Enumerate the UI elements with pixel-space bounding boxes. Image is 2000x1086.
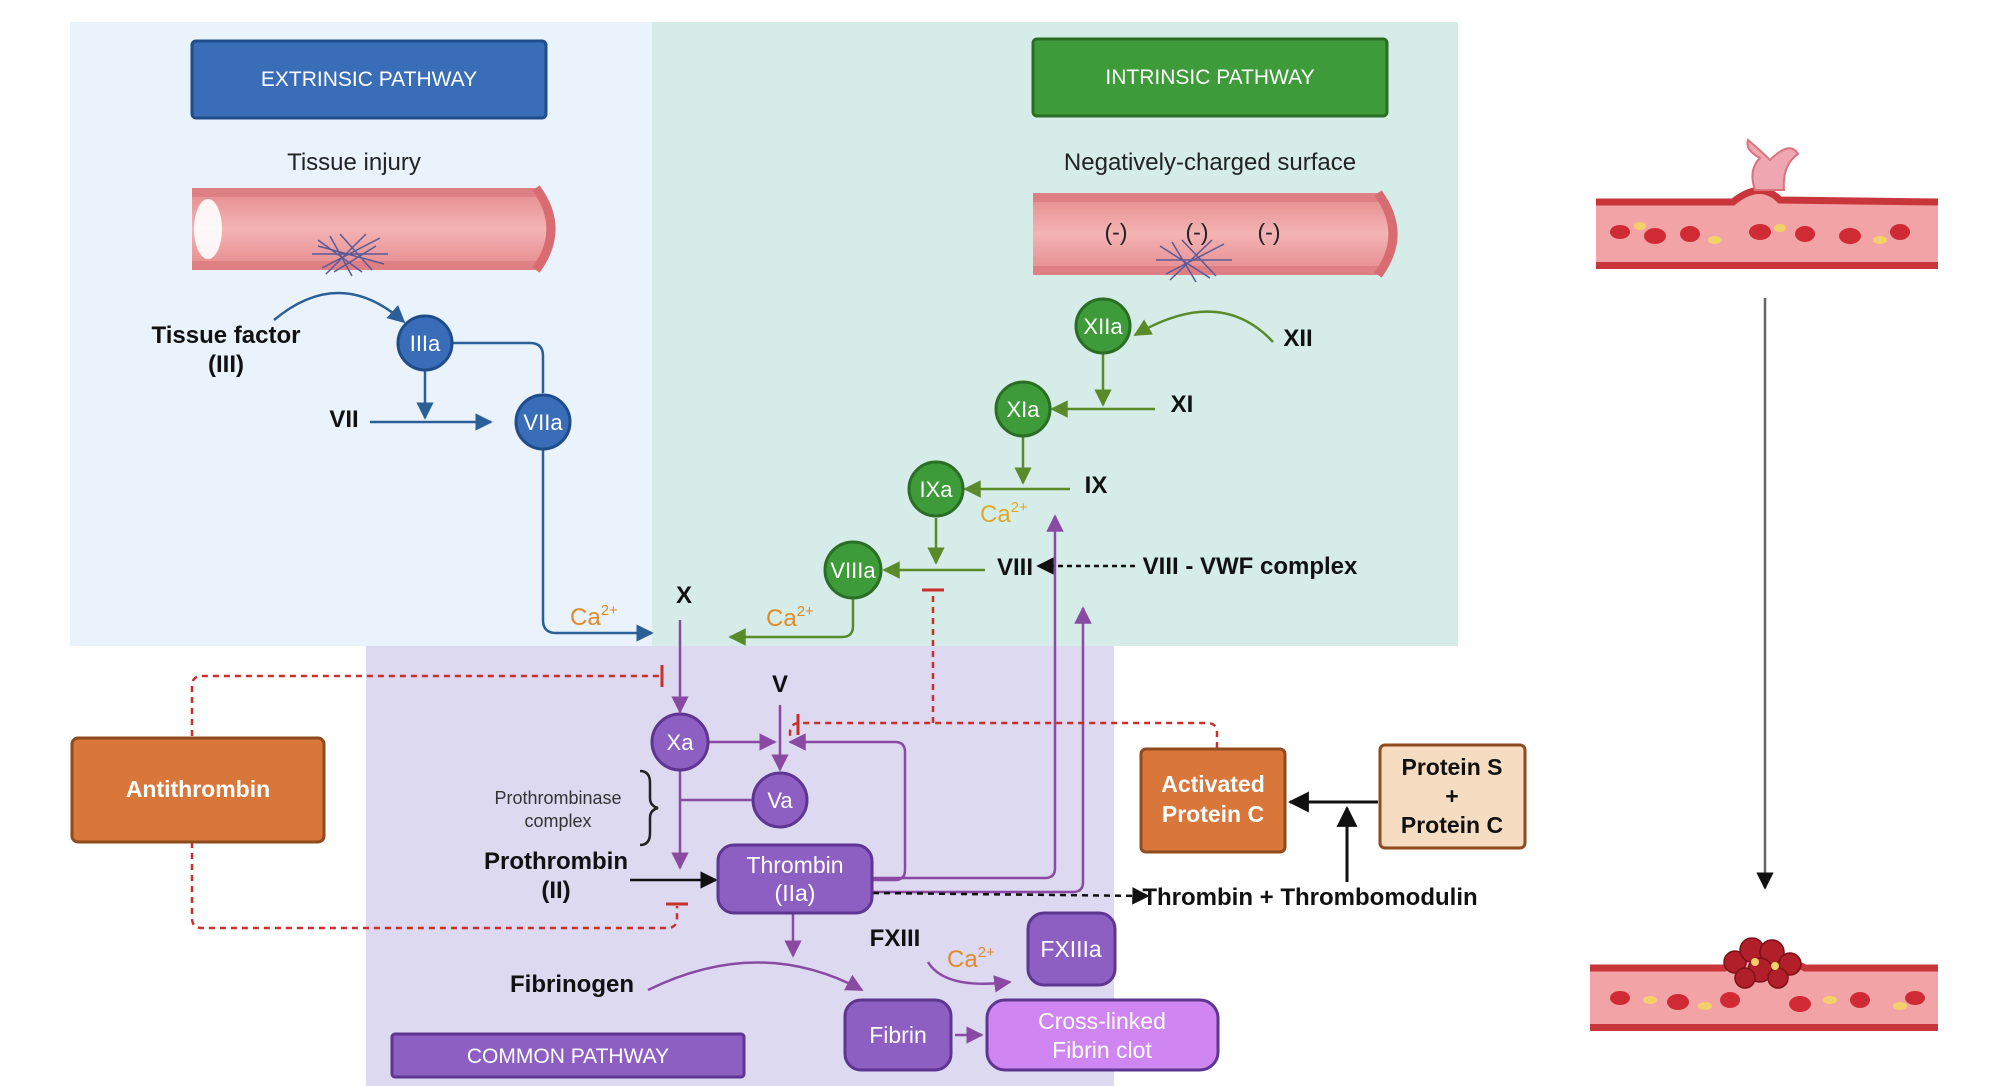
antithrombin-to-X-inhibition [190, 674, 660, 736]
fibrin-mesh-icon-2 [1156, 239, 1232, 283]
thrombin-to-VIII-feedback [873, 606, 1092, 894]
fibrin-node: Fibrin [843, 998, 953, 1072]
prothrombinase-label-2: complex [524, 811, 591, 831]
IIIa-label: IIIa [410, 331, 441, 356]
IIIa-to-VIIa-line [452, 341, 545, 393]
APC-to-V-inhibition [788, 721, 1219, 748]
XIa-node: XIa [994, 380, 1052, 438]
tissue-injury-label: Tissue injury [287, 149, 421, 176]
charge-symbol-2: (-) [1186, 219, 1209, 245]
charged-vessel-icon: (-) (-) (-) [1033, 190, 1398, 283]
common-calcium-label: Ca2+ [947, 944, 995, 973]
VIII-VWF-complex-label: VIII - VWF complex [1143, 553, 1358, 580]
crosslinked-label-2: Fibrin clot [1052, 1037, 1152, 1063]
fibrinogen-to-fibrin-arrow [647, 961, 864, 992]
IX-label: IX [1085, 472, 1108, 499]
VIIIa-node: VIIIa [823, 540, 883, 600]
antithrombin-to-thrombin-inhibition [190, 842, 679, 930]
plus-label: + [1445, 783, 1458, 809]
thrombin-node: Thrombin (IIa) [716, 843, 874, 915]
VIIa-to-X-arrow [541, 450, 654, 642]
thrombin-to-IX-feedback [873, 514, 1064, 880]
extrinsic-panel [70, 22, 652, 646]
charge-symbol-3: (-) [1258, 219, 1281, 245]
tissue-factor-sub: (III) [208, 351, 244, 378]
IXa-label: IXa [919, 477, 953, 502]
intrinsic-calcium-label-2: Ca2+ [766, 603, 814, 632]
common-pathway-header: COMMON PATHWAY [390, 1032, 746, 1079]
thrombin-to-V-feedback [788, 733, 907, 882]
thrombin-label: Thrombin [746, 852, 843, 878]
V-label: V [772, 671, 788, 698]
Va-label: Va [767, 788, 793, 813]
Va-node: Va [751, 771, 809, 829]
prothrombin-label: Prothrombin [484, 848, 628, 875]
tissue-factor-label: Tissue factor [152, 322, 301, 349]
IXa-node: IXa [907, 460, 965, 518]
XIIa-node: XIIa [1074, 297, 1132, 355]
XII-to-XIIa-arrow [1133, 310, 1274, 343]
XI-label: XI [1171, 391, 1194, 418]
XII-label: XII [1283, 325, 1312, 352]
FXIII-to-FXIIIa-arrow [926, 961, 1012, 993]
Xa-label: Xa [667, 730, 695, 755]
extrinsic-pathway-label: EXTRINSIC PATHWAY [261, 68, 477, 91]
fibrin-label: Fibrin [869, 1022, 927, 1048]
thrombin-thrombomodulin-label: Thrombin + Thrombomodulin [1142, 884, 1477, 911]
VIIa-label: VIIa [523, 410, 563, 435]
intrinsic-pathway-label: INTRINSIC PATHWAY [1105, 66, 1314, 89]
extrinsic-calcium-label: Ca2+ [570, 602, 618, 631]
fibrinogen-label: Fibrinogen [510, 971, 634, 998]
protein-c-label: Protein C [1401, 812, 1503, 838]
injured-vessel-icon [192, 185, 556, 277]
apc-label-2: Protein C [1162, 801, 1264, 827]
prothrombinase-label-1: Prothrombinase [494, 788, 621, 808]
prothrombinase-brace [639, 769, 659, 847]
apc-label-1: Activated [1161, 771, 1265, 797]
clotted-vessel-icon [1590, 937, 1938, 1031]
crosslinked-label-1: Cross-linked [1038, 1008, 1166, 1034]
VIIIa-to-X-arrow [728, 598, 855, 646]
protein-s-c-box: Protein S + Protein C [1378, 743, 1527, 850]
XIIa-label: XIIa [1083, 314, 1123, 339]
VIIIa-label: VIIIa [830, 558, 876, 583]
antithrombin-box: Antithrombin [70, 736, 326, 844]
VIIa-node: VIIa [514, 393, 572, 451]
Xa-node: Xa [650, 712, 710, 772]
clot-icon [1723, 937, 1802, 989]
VII-label: VII [329, 406, 358, 433]
XIa-label: XIa [1006, 397, 1040, 422]
FXIIIa-node: FXIIIa [1026, 911, 1117, 987]
FXIII-label: FXIII [870, 925, 921, 952]
intrinsic-calcium-label: Ca2+ [980, 499, 1028, 528]
extrinsic-pathway-header: EXTRINSIC PATHWAY [190, 39, 548, 120]
protein-s-label: Protein S [1402, 754, 1503, 780]
VIII-label: VIII [997, 554, 1033, 581]
crosslinked-fibrin-clot-node: Cross-linked Fibrin clot [985, 998, 1220, 1072]
bleeding-vessel-icon [1596, 138, 1939, 269]
antithrombin-label: Antithrombin [126, 776, 270, 802]
thrombin-sub: (IIa) [775, 880, 816, 906]
tissue-factor-arrow [273, 291, 406, 324]
FXIIIa-label: FXIIIa [1040, 936, 1102, 962]
intrinsic-pathway-header: INTRINSIC PATHWAY [1031, 37, 1389, 118]
common-pathway-label: COMMON PATHWAY [467, 1045, 669, 1068]
prothrombin-sub: (II) [541, 877, 570, 904]
fibrin-mesh-icon [312, 233, 388, 277]
X-label: X [676, 582, 692, 609]
charge-symbol-1: (-) [1105, 219, 1128, 245]
IIIa-node: IIIa [396, 314, 454, 372]
activated-protein-c-box: Activated Protein C [1139, 747, 1287, 854]
thrombin-to-thrombomodulin-dashed-arrow [872, 887, 1150, 905]
negatively-charged-surface-label: Negatively-charged surface [1064, 149, 1356, 176]
